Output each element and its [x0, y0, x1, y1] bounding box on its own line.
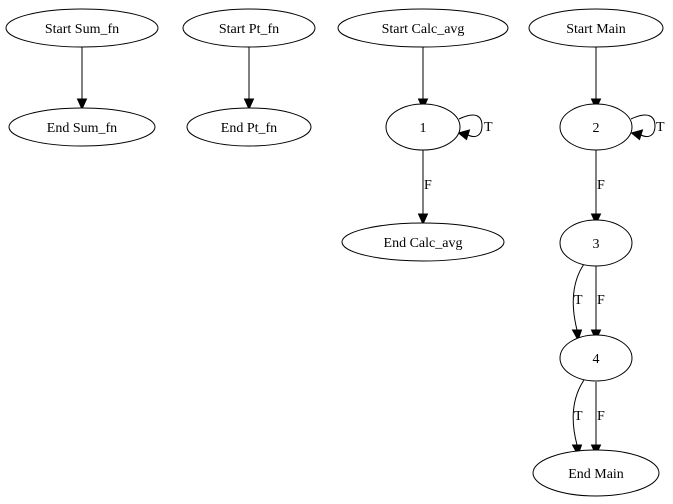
edge-start-pt-to-end-pt: [243, 47, 255, 111]
node-label-start-calc-avg: Start Calc_avg: [382, 22, 465, 37]
edge-label-n4-to-end-main-true: T: [574, 409, 583, 424]
node-1: 1: [385, 103, 461, 151]
edge-n2-self-loop: T: [630, 114, 665, 141]
node-2: 2: [559, 103, 633, 151]
edge-n4-to-end-main-false: F: [590, 382, 605, 457]
node-label-start-pt-fn: Start Pt_fn: [219, 22, 279, 37]
edge-label-n1-to-end-calc: F: [424, 178, 432, 193]
edge-n4-to-end-main-true: T: [571, 379, 585, 457]
node-end-calc-avg: End Calc_avg: [341, 222, 505, 262]
node-label-start-main: Start Main: [566, 22, 626, 37]
node-start-calc-avg: Start Calc_avg: [337, 8, 509, 48]
node-end-pt-fn: End Pt_fn: [186, 107, 312, 147]
node-label-start-sum-fn: Start Sum_fn: [45, 22, 119, 37]
node-start-pt-fn: Start Pt_fn: [182, 8, 316, 48]
edge-label-n2-to-n3: F: [597, 178, 605, 193]
edge-start-calc-to-n1: [417, 47, 429, 111]
node-3: 3: [559, 219, 633, 267]
edge-n2-to-n3: F: [590, 150, 605, 226]
node-label-end-pt-fn: End Pt_fn: [221, 121, 277, 136]
node-4: 4: [559, 334, 633, 382]
node-label-end-main: End Main: [568, 467, 624, 482]
node-label-end-sum-fn: End Sum_fn: [47, 121, 117, 136]
node-label-2: 2: [593, 121, 600, 136]
node-label-4: 4: [593, 352, 600, 367]
edge-label-n3-to-n4-true: T: [574, 293, 583, 308]
edge-label-n3-to-n4-false: F: [597, 293, 605, 308]
edge-label-n2-self: T: [656, 120, 665, 135]
node-start-main: Start Main: [528, 8, 664, 48]
node-label-1: 1: [420, 121, 427, 136]
node-label-3: 3: [593, 237, 600, 252]
node-start-sum-fn: Start Sum_fn: [5, 8, 159, 48]
node-label-end-calc-avg: End Calc_avg: [384, 236, 463, 251]
edge-n1-self-loop: T: [457, 114, 493, 141]
edge-label-n4-to-end-main-false: F: [597, 409, 605, 424]
edge-start-main-to-n2: [590, 47, 602, 111]
edge-n3-to-n4-true: T: [571, 263, 585, 342]
edge-n3-to-n4-false: F: [590, 266, 605, 342]
edge-label-n1-self: T: [484, 120, 493, 135]
node-end-sum-fn: End Sum_fn: [8, 107, 156, 147]
edge-n1-to-end-calc: F: [417, 150, 432, 226]
node-end-main: End Main: [532, 449, 660, 497]
edge-start-sum-to-end-sum: [76, 47, 88, 111]
